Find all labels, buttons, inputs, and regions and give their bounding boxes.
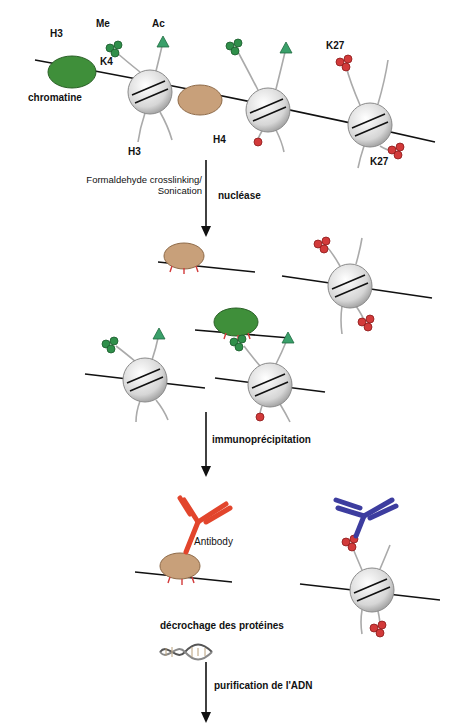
histone-label: H3: [128, 146, 141, 158]
step-label: Formaldehyde crosslinking/ Sonication: [62, 174, 202, 197]
histone-label: H4: [213, 134, 226, 146]
chromatin-fragments: [85, 237, 432, 422]
residue-label: K27: [370, 156, 388, 168]
step-label: purification de l'ADN: [214, 680, 313, 692]
step-arrow: [201, 662, 211, 723]
chromatin-label: chromatine: [28, 92, 82, 104]
antibody-label: Antibody: [194, 536, 233, 548]
step-arrow: [201, 160, 211, 237]
modification-label: Ac: [152, 18, 165, 30]
dna-helix: [160, 645, 212, 660]
residue-label: K27: [326, 40, 344, 52]
chromatin-fiber: [35, 36, 435, 168]
step-label: décrochage des protéines: [160, 620, 284, 632]
residue-label: K4: [100, 56, 113, 68]
step-label: immunoprécipitation: [212, 434, 311, 446]
modification-label: Me: [96, 18, 110, 30]
step-arrow: [201, 412, 211, 477]
immunoprecipitated-complexes: [135, 498, 440, 637]
step-label: nucléase: [218, 190, 261, 202]
histone-label: H3: [50, 28, 63, 40]
